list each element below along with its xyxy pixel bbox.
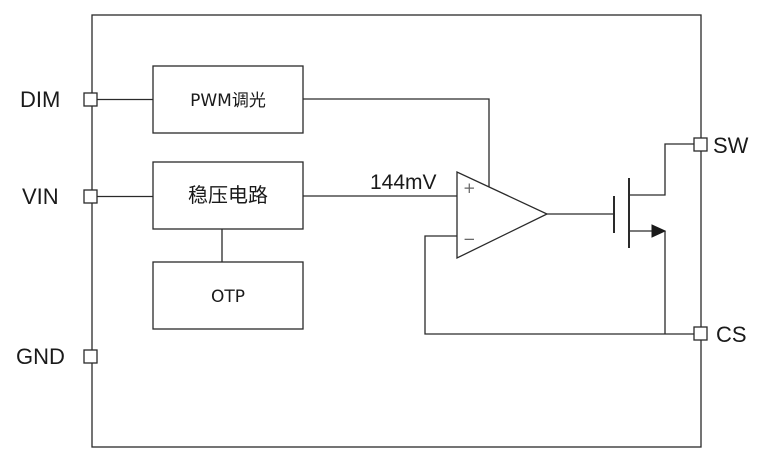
mosfet-arrow-icon (651, 224, 667, 238)
comparator-triangle (456, 170, 549, 260)
pin-cs-square (693, 326, 708, 341)
otp-label: OTP (211, 287, 245, 307)
otp-block (152, 261, 304, 330)
pin-gnd-square (83, 349, 98, 364)
pwm-dimming-label: PWM调光 (190, 91, 266, 111)
pin-dim-label: DIM (20, 87, 60, 112)
pin-sw-square (693, 137, 708, 152)
pin-vin-label: VIN (22, 184, 59, 209)
wire-pwm-to-comparator (303, 98, 490, 192)
pin-cs-label: CS (716, 322, 747, 347)
pin-gnd-label: GND (16, 344, 65, 369)
regulator-block (152, 161, 304, 230)
pwm-dimming-block (152, 65, 304, 134)
regulator-label: 稳压电路 (188, 183, 268, 207)
pin-sw-label: SW (713, 133, 749, 158)
wire-feedback-loop (424, 235, 665, 335)
comparator-plus-sign: + (463, 179, 476, 197)
pin-dim-square (83, 92, 98, 107)
mosfet-drain-to-sw (629, 143, 694, 196)
pin-vin-square (83, 189, 98, 204)
comparator-minus-sign: − (463, 230, 476, 248)
reference-voltage-label: 144mV (370, 171, 437, 194)
